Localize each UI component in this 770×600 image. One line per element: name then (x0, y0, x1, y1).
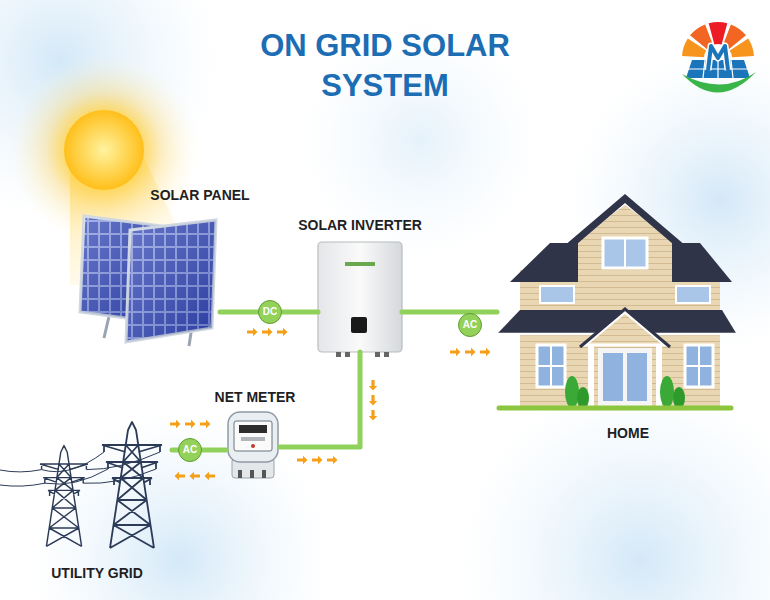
porch-gable (585, 312, 665, 345)
meter-plate (234, 421, 272, 451)
node-heading: HOME (548, 424, 708, 442)
utility-grid-node: UTILITY GRID (38, 428, 172, 550)
bush (660, 376, 674, 408)
node-heading: NET METER (185, 388, 325, 406)
flow-arrow (175, 472, 186, 480)
meter-cover (228, 412, 278, 462)
flow-arrow (262, 328, 273, 336)
inverter-display (351, 317, 367, 333)
flow-arrow (369, 410, 377, 421)
logo-swoosh (682, 72, 756, 93)
node-heading: SOLAR PANEL (120, 186, 280, 204)
logo-mark (708, 46, 728, 70)
flow-arrow (465, 348, 476, 356)
meter-terminal (262, 470, 266, 478)
meter-dial (241, 437, 265, 441)
inverter-terminal (336, 352, 341, 357)
diagram-title: ON GRID SOLAR SYSTEM (245, 26, 525, 106)
edge-label: AC (463, 320, 477, 330)
solar-panel-illustration (126, 220, 216, 342)
inverter-terminal (384, 352, 389, 357)
meter-display (239, 425, 267, 433)
flow-arrow (327, 456, 338, 464)
house-window (540, 286, 574, 303)
flow-arrow (277, 328, 288, 336)
flow-arrow (205, 472, 216, 480)
flow-arrow (450, 348, 461, 356)
ground-line (499, 406, 731, 411)
flow-arrow (190, 472, 201, 480)
house-window (603, 238, 647, 268)
inverter-brand-strip (345, 262, 375, 266)
flow-arrow (200, 420, 211, 428)
window-mullion (537, 345, 713, 387)
flow-arrow (185, 420, 196, 428)
flow-arrow (247, 328, 258, 336)
logo-panel-grid (688, 60, 748, 78)
flow-arrow (312, 456, 323, 464)
node-heading: UTILITY GRID (17, 564, 177, 582)
background-cloud (460, 380, 770, 600)
transmission-tower (102, 422, 162, 548)
flow-arrow (369, 380, 377, 391)
solar-panel-node: SOLAR PANEL (80, 212, 220, 342)
bush (565, 376, 579, 408)
door-glass (627, 353, 647, 401)
house-window (676, 286, 710, 303)
logo-ray (730, 38, 754, 57)
porch-gable-roof (580, 309, 670, 347)
home-node: HOME (497, 198, 735, 412)
logo-panel (686, 60, 750, 78)
inverter-terminal (345, 352, 350, 357)
company-logo (682, 22, 756, 93)
meter-terminal (238, 470, 242, 478)
flow-arrow (480, 348, 491, 356)
inverter-illustration (318, 242, 402, 352)
flow-arrow (170, 420, 181, 428)
net-meter-node: NET METER (226, 412, 280, 478)
edge-label: DC (263, 307, 277, 317)
sun (64, 110, 144, 190)
door-glass (603, 353, 623, 401)
current-type-badge: AC (178, 438, 202, 462)
flow-arrow (297, 456, 308, 464)
transmission-tower (40, 446, 88, 547)
panel-shading (126, 220, 216, 342)
edge-label: AC (183, 445, 197, 455)
house-gable (578, 205, 672, 285)
house-illustration (498, 194, 736, 409)
meter-indicator (251, 444, 255, 448)
current-type-badge: AC (458, 313, 482, 337)
node-heading: SOLAR INVERTER (270, 216, 450, 234)
inverter-terminal (375, 352, 380, 357)
house-door (598, 348, 652, 406)
meter-terminal (250, 470, 254, 478)
flow-arrow (369, 395, 377, 406)
ac-power-line (402, 310, 497, 315)
current-type-badge: DC (258, 300, 282, 324)
logo-mark-outline (708, 46, 728, 70)
sun-glow (9, 55, 199, 245)
window-mullion (624, 238, 626, 268)
solar-inverter-node: SOLAR INVERTER (318, 242, 402, 352)
